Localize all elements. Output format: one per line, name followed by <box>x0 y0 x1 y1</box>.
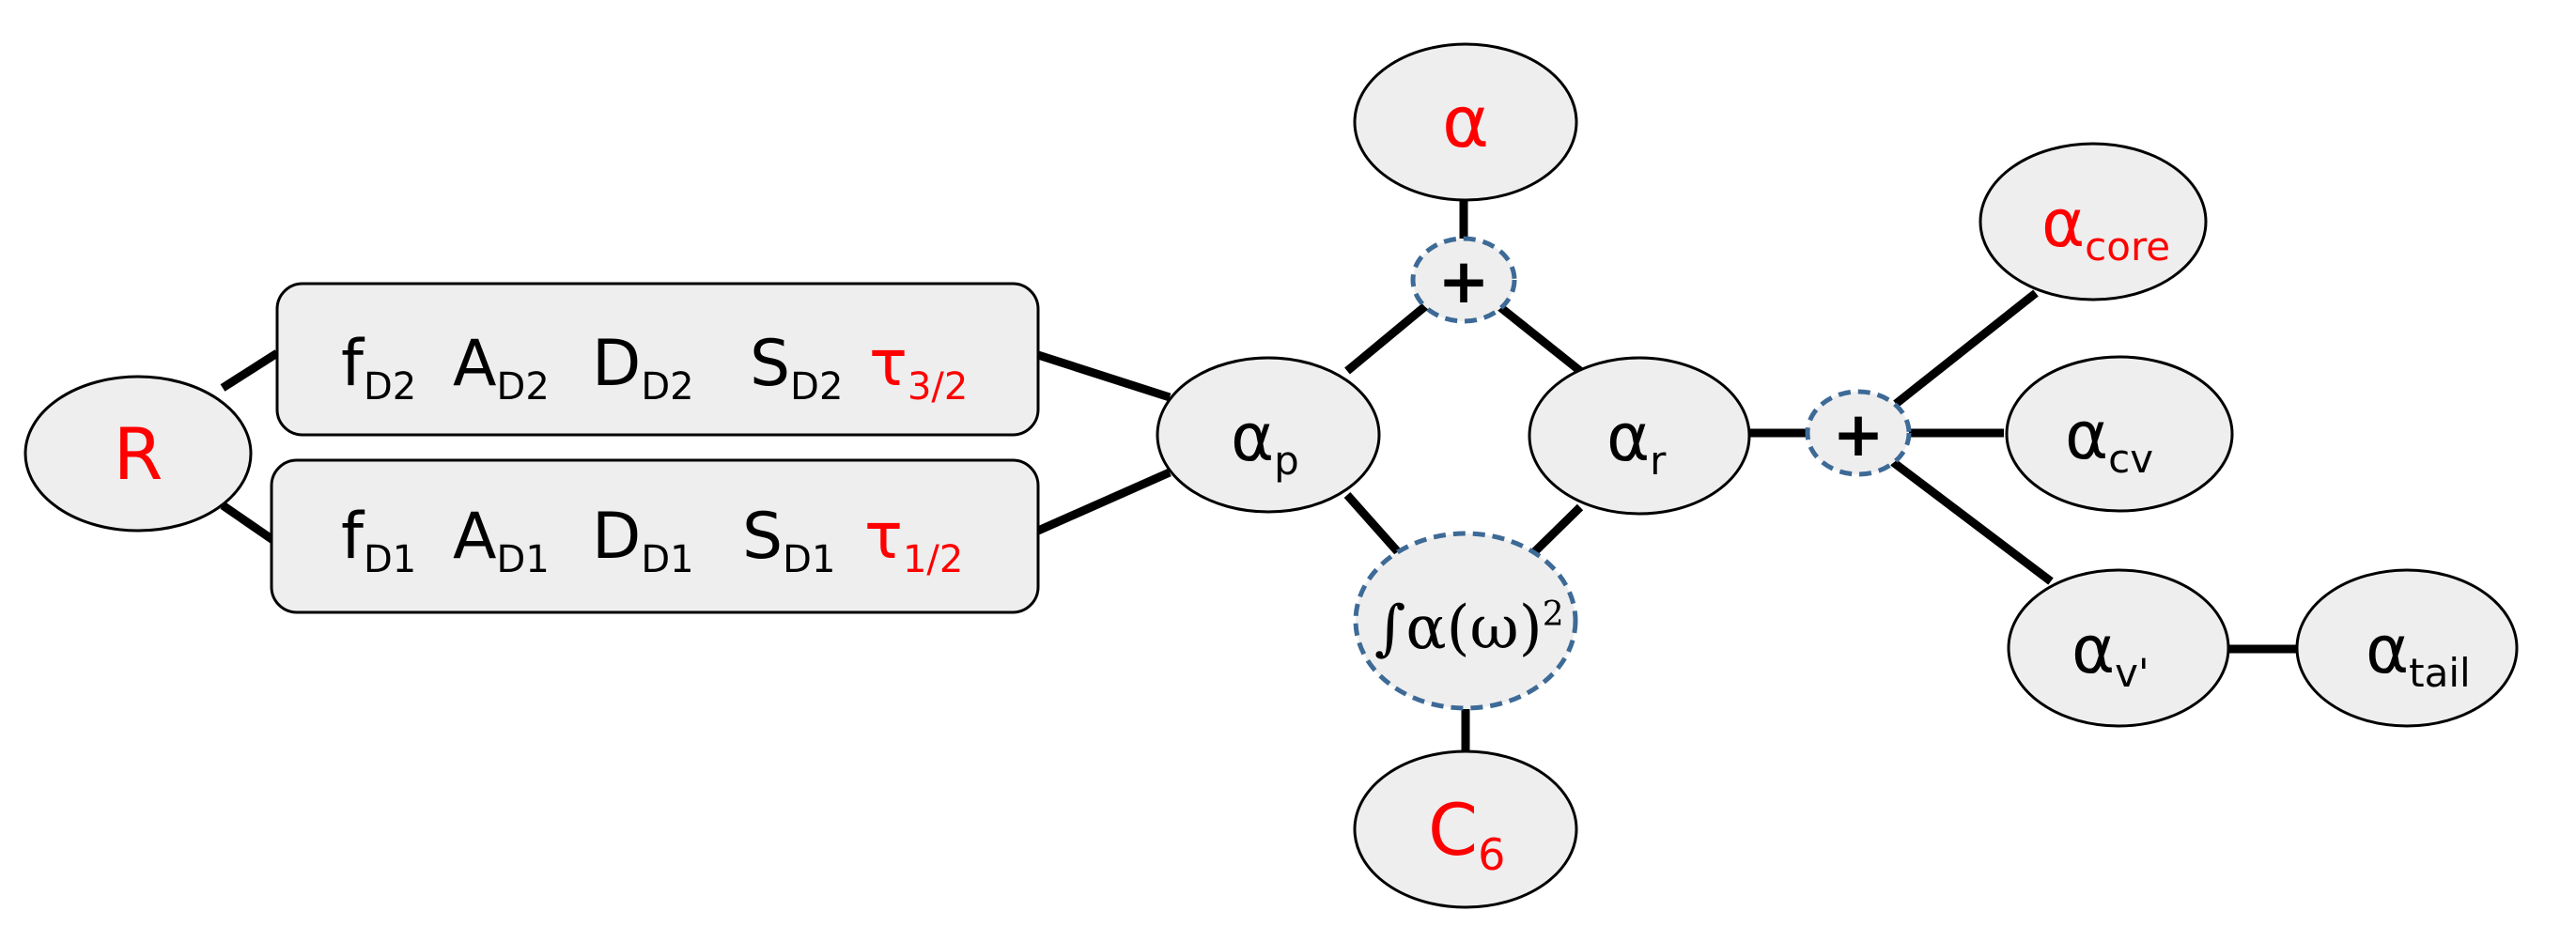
operator-integral: ∫α(ω)2 <box>1353 531 1578 711</box>
node-alpha-cv: αcv <box>2005 355 2234 513</box>
edge-alpha-p-plus <box>1344 299 1433 375</box>
operator-plus-label: + <box>1437 245 1489 317</box>
node-alpha-v-prime: αv' <box>2007 568 2230 728</box>
box-D2-terms: fD2 AD2 DD2 SD2 τ3/2 <box>341 327 968 415</box>
edge-plus-alpha-r <box>1494 301 1583 375</box>
node-alpha-p-label: αp <box>1231 399 1299 484</box>
operator-plus-right: + <box>1805 389 1912 477</box>
edge-R-boxD2 <box>220 349 280 392</box>
node-C6: C6 <box>1353 749 1578 909</box>
node-alpha-r: αr <box>1528 356 1751 516</box>
node-alpha-p: αp <box>1156 356 1381 514</box>
node-R: R <box>23 375 253 533</box>
operator-plus: + <box>1410 236 1517 324</box>
edge-plus2-alpha-core <box>1893 289 2039 408</box>
node-alpha-tail: αtail <box>2295 568 2519 728</box>
node-alpha-core-label: αcore <box>2041 185 2170 270</box>
edge-alpha-p-integral <box>1343 492 1404 557</box>
edge-R-boxD1 <box>220 502 280 547</box>
edge-plus2-alpha-v <box>1890 458 2054 585</box>
box-D1: fD1 AD1 DD1 SD1 τ1/2 <box>270 458 1040 614</box>
node-R-label: R <box>114 412 163 496</box>
edge-integral-alpha-r <box>1528 503 1584 559</box>
operator-plus-right-label: + <box>1832 398 1884 471</box>
node-alpha-r-label: αr <box>1606 399 1667 484</box>
edge-boxD2-alpha-p <box>1036 350 1172 402</box>
box-D1-terms: fD1 AD1 DD1 SD1 τ1/2 <box>341 500 963 588</box>
node-alpha-core: αcore <box>1979 142 2208 301</box>
node-alpha-v-prime-label: αv' <box>2072 611 2149 696</box>
edges <box>220 200 2297 751</box>
node-alpha-cv-label: αcv <box>2065 397 2153 482</box>
node-C6-label: C6 <box>1428 788 1505 880</box>
node-alpha-tail-label: αtail <box>2366 611 2471 696</box>
operator-integral-label: ∫α(ω)2 <box>1374 594 1564 663</box>
box-D2: fD2 AD2 DD2 SD2 τ3/2 <box>275 282 1040 437</box>
node-alpha-label: α <box>1442 80 1489 163</box>
edge-boxD1-alpha-p <box>1036 468 1172 535</box>
node-alpha: α <box>1353 42 1578 202</box>
